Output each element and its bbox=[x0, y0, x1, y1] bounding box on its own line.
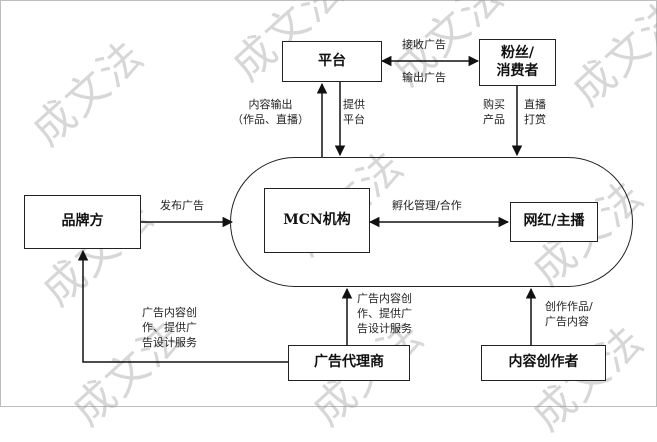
connector-layer bbox=[77, 55, 537, 363]
label-live-tips: 直播 打赏 bbox=[524, 98, 546, 126]
label-output-ads: 输出广告 bbox=[402, 71, 446, 84]
label-agency-to-brand: 广告内容创 作、提供广 告设计服务 bbox=[142, 306, 197, 349]
edge-agency-to-brand bbox=[77, 249, 288, 363]
node-fans: 粉丝/ 消费者 bbox=[479, 39, 556, 86]
mcn-ecosystem-ellipse bbox=[230, 157, 633, 287]
label-agency-to-mcn: 广告内容创 作、提供广 告设计服务 bbox=[357, 292, 412, 335]
node-influencer: 网红/主播 bbox=[510, 202, 598, 242]
node-brand: 品牌方 bbox=[24, 195, 141, 249]
label-receive-ads: 接收广告 bbox=[402, 38, 446, 51]
label-buy-products: 购买 产品 bbox=[483, 98, 505, 126]
node-platform: 平台 bbox=[282, 41, 382, 82]
node-creator: 内容创作者 bbox=[481, 345, 606, 381]
label-incubate: 孵化管理/合作 bbox=[392, 199, 462, 212]
label-creator-to-mcn: 创作作品/ 广告内容 bbox=[545, 300, 593, 328]
label-content-output: 内容输出 （作品、直播） bbox=[232, 98, 309, 126]
label-publish-ads: 发布广告 bbox=[160, 199, 204, 212]
node-ad-agency: 广告代理商 bbox=[288, 345, 410, 381]
label-provide-platform: 提供 平台 bbox=[343, 98, 365, 126]
node-mcn: MCN机构 bbox=[264, 188, 370, 253]
